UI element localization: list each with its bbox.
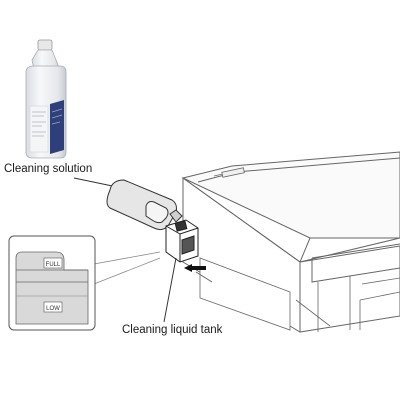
low-level-mark: LOW — [43, 301, 63, 313]
svg-text:FULL: FULL — [46, 262, 61, 268]
pouring-bottle — [106, 179, 183, 231]
svg-text:LOW: LOW — [46, 306, 60, 312]
cleaning-solution-label: Cleaning solution — [4, 163, 93, 175]
printer-illustration — [181, 151, 400, 333]
arrow-left-icon — [184, 264, 206, 272]
tank-level-inset: FULL LOW — [8, 235, 161, 331]
full-level-mark: FULL — [43, 257, 63, 269]
cleaning-liquid-tank-label: Cleaning liquid tank — [122, 324, 223, 336]
cleaning-liquid-tank — [165, 219, 199, 263]
cleaning-liquid-tank-leader — [163, 257, 177, 323]
cleaning-solution-bottle — [25, 39, 67, 159]
